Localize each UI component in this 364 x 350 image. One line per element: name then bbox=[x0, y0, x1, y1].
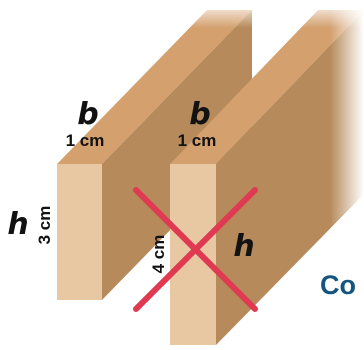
left-width-value: 1 cm bbox=[66, 131, 105, 150]
left-width-variable: b bbox=[77, 97, 98, 132]
right-block-side-face bbox=[216, 10, 364, 345]
cross-out-mark bbox=[133, 187, 258, 312]
cross-line-2 bbox=[133, 187, 258, 312]
right-height-value: 4 cm bbox=[149, 235, 168, 274]
right-width-value: 1 cm bbox=[178, 131, 217, 150]
right-width-variable: b bbox=[189, 97, 210, 132]
left-block-side-face bbox=[102, 10, 252, 300]
top-fade bbox=[150, 0, 364, 28]
left-height-value: 3 cm bbox=[35, 206, 54, 245]
left-block-front-face bbox=[57, 164, 102, 300]
right-block-top-face bbox=[170, 10, 364, 164]
right-height-variable: h bbox=[233, 229, 254, 264]
left-block bbox=[57, 10, 252, 300]
left-block-top-face bbox=[57, 10, 252, 164]
partial-heading-text: Co bbox=[320, 270, 356, 300]
right-fade bbox=[330, 0, 364, 260]
left-height-variable: h bbox=[7, 207, 28, 242]
